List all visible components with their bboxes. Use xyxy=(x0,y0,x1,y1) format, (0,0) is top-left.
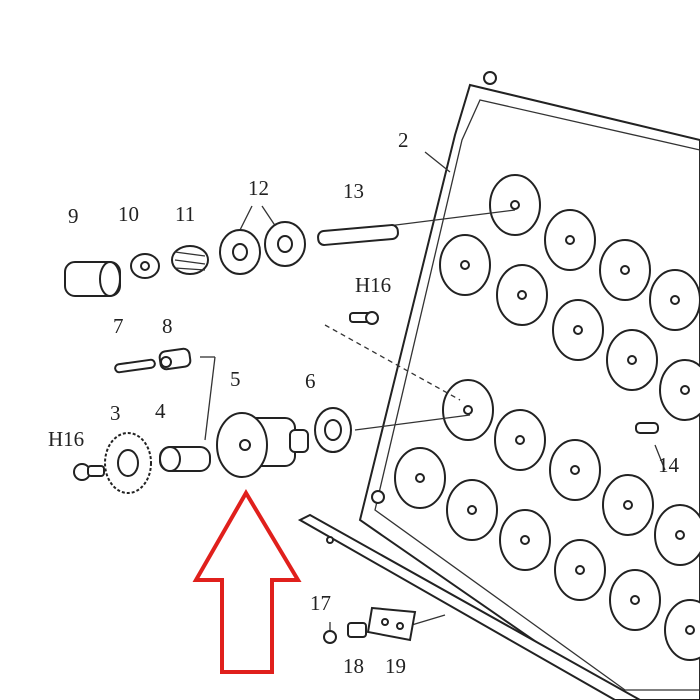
socket-hole xyxy=(620,265,630,275)
label-h16-top: H16 xyxy=(355,273,391,297)
label-9: 9 xyxy=(68,204,79,228)
label-19: 19 xyxy=(385,654,406,678)
part-10-nut xyxy=(130,253,160,279)
part-h16-screw-top xyxy=(349,311,379,325)
part-11-spring xyxy=(171,245,209,275)
part-18-screw xyxy=(347,622,367,638)
label-3: 3 xyxy=(110,401,121,425)
highlight-arrow xyxy=(192,489,302,674)
socket-hole xyxy=(515,435,525,445)
part-19-clip xyxy=(366,606,417,642)
label-17: 17 xyxy=(310,591,331,615)
socket-hole xyxy=(570,465,580,475)
socket-hole xyxy=(460,260,470,270)
socket-hole xyxy=(675,530,685,540)
part-h16-screw-left xyxy=(73,463,105,481)
socket-hole xyxy=(520,535,530,545)
label-2: 2 xyxy=(398,128,409,152)
part-4-bushing xyxy=(159,446,211,472)
socket-hole xyxy=(467,505,477,515)
socket-hole xyxy=(510,200,520,210)
socket-hole xyxy=(685,625,695,635)
bottom-rail xyxy=(297,513,643,700)
label-7: 7 xyxy=(113,314,124,338)
panel-frame xyxy=(358,71,700,700)
label-8: 8 xyxy=(162,314,173,338)
socket-hole xyxy=(573,325,583,335)
label-4: 4 xyxy=(155,399,166,423)
socket-hole xyxy=(517,290,527,300)
label-10: 10 xyxy=(118,202,139,226)
socket-hole xyxy=(415,473,425,483)
socket-hole xyxy=(627,355,637,365)
part-7-pin xyxy=(114,358,156,374)
part-9-knob xyxy=(64,261,121,297)
socket-hole xyxy=(565,235,575,245)
label-14: 14 xyxy=(658,453,680,477)
part-14-pin xyxy=(635,422,659,434)
part-5-switch-body xyxy=(216,412,309,478)
label-12: 12 xyxy=(248,176,269,200)
socket-hole xyxy=(680,385,690,395)
part-13-shaft xyxy=(317,224,399,246)
part-17-nut xyxy=(323,630,337,644)
label-11: 11 xyxy=(175,202,195,226)
label-6: 6 xyxy=(305,369,316,393)
label-5: 5 xyxy=(230,367,241,391)
socket-hole xyxy=(630,595,640,605)
socket-hole xyxy=(575,565,585,575)
socket-hole xyxy=(623,500,633,510)
socket xyxy=(664,599,700,661)
socket-hole xyxy=(463,405,473,415)
label-18: 18 xyxy=(343,654,364,678)
part-8-sleeve xyxy=(158,347,192,371)
part-6-washer xyxy=(314,407,352,453)
part-12-washers xyxy=(219,221,306,275)
label-h16-left: H16 xyxy=(48,427,84,451)
panel-sockets xyxy=(394,174,700,661)
socket-hole xyxy=(670,295,680,305)
label-13: 13 xyxy=(343,179,364,203)
part-3-gear xyxy=(104,432,152,494)
